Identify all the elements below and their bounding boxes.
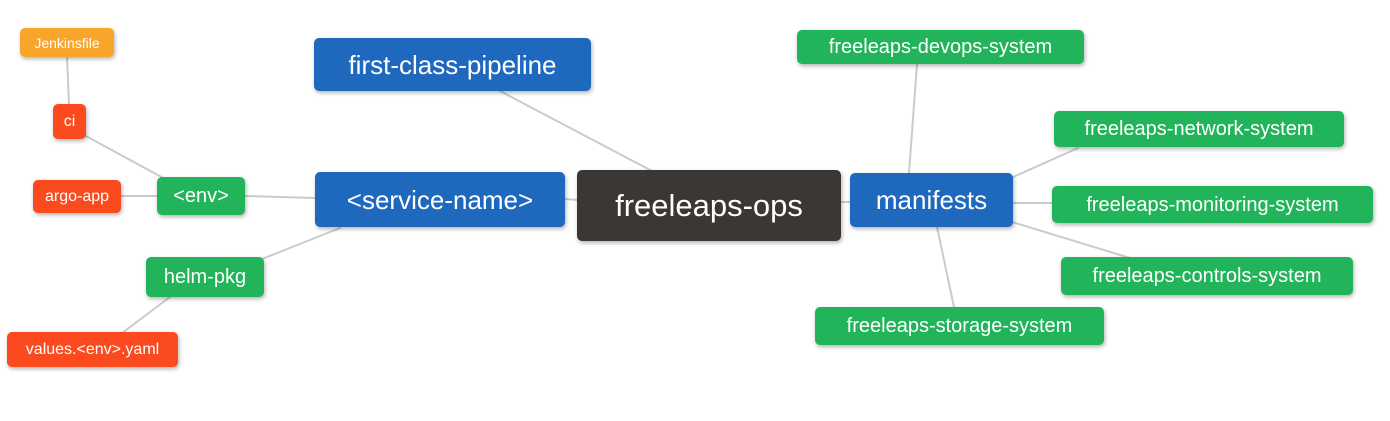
node-values-env-yaml[interactable]: values.<env>.yaml [7, 332, 178, 367]
edge-manifests-storage [936, 226, 955, 308]
node-ci[interactable]: ci [53, 104, 86, 139]
node-jenkinsfile[interactable]: Jenkinsfile [20, 28, 114, 57]
edge-service-name-root [564, 198, 579, 201]
node-freeleaps-devops-system[interactable]: freeleaps-devops-system [797, 30, 1084, 64]
node-first-class-pipeline[interactable]: first-class-pipeline [314, 38, 591, 91]
edge-helm-pkg-service-name [261, 227, 341, 260]
edge-manifests-network [1010, 147, 1079, 179]
node-service-name[interactable]: <service-name> [315, 172, 565, 227]
node-helm-pkg[interactable]: helm-pkg [146, 257, 264, 297]
edge-env-service-name [244, 195, 316, 199]
node-freeleaps-monitoring-system[interactable]: freeleaps-monitoring-system [1052, 186, 1373, 223]
node-freeleaps-controls-system[interactable]: freeleaps-controls-system [1061, 257, 1353, 295]
edge-manifests-controls [1011, 221, 1131, 259]
node-freeleaps-storage-system[interactable]: freeleaps-storage-system [815, 307, 1104, 345]
edge-pipeline-root [499, 90, 653, 172]
node-argo-app[interactable]: argo-app [33, 180, 121, 213]
edge-ci-env [83, 134, 168, 181]
node-manifests[interactable]: manifests [850, 173, 1013, 227]
node-env[interactable]: <env> [157, 177, 245, 215]
node-freeleaps-network-system[interactable]: freeleaps-network-system [1054, 111, 1344, 147]
node-freeleaps-ops-root[interactable]: freeleaps-ops [577, 170, 841, 241]
edge-devops-manifests [908, 63, 918, 174]
edge-jenkinsfile-ci [66, 56, 70, 105]
edge-values-helm-pkg [121, 296, 171, 334]
